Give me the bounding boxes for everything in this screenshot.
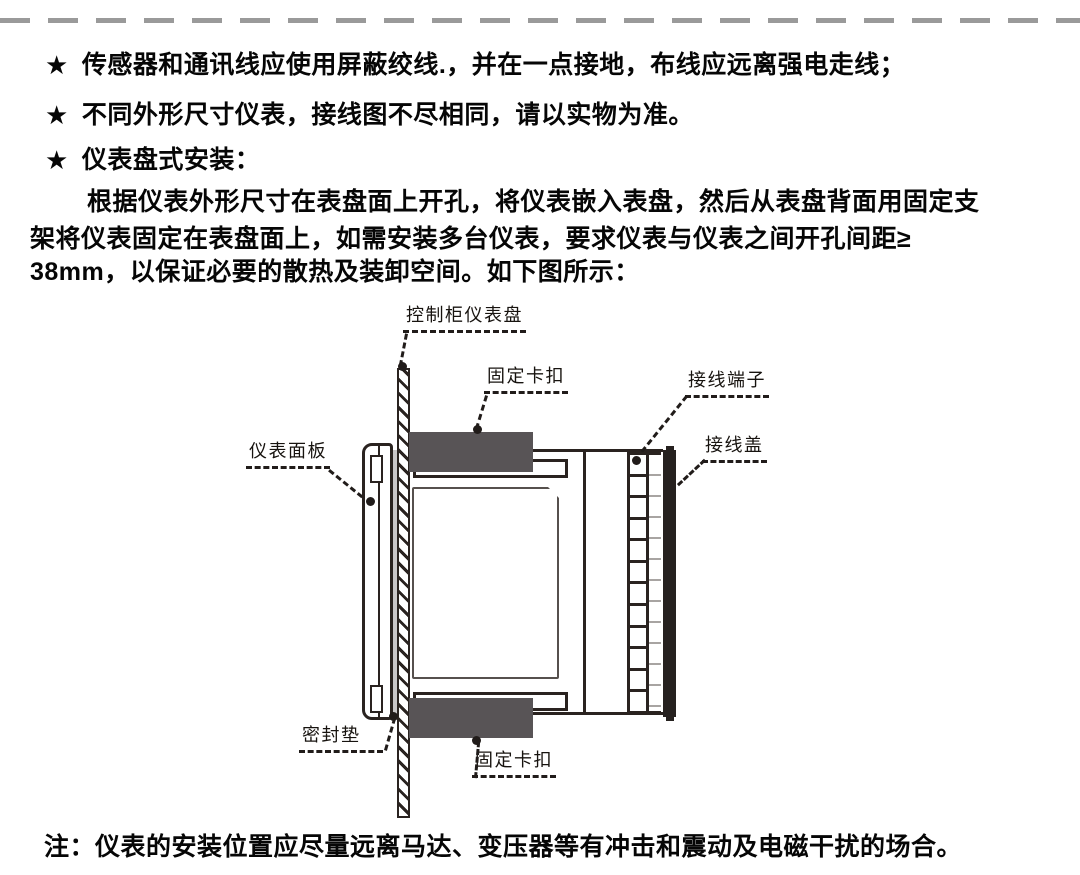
star-bullet-icon: ★	[45, 145, 69, 175]
note-line: 注：仪表的安装位置应尽量远离马达、变压器等有冲击和震动及电磁干扰的场合。	[44, 833, 963, 861]
terminal-cell	[627, 689, 649, 714]
leader-dot-terminal	[632, 456, 641, 465]
label-terminal: 接线端子	[685, 370, 769, 398]
faceplate-clip-top	[370, 455, 383, 483]
page-border-dashed	[0, 18, 1080, 23]
bullet-text-3: 仪表盘式安装：	[81, 146, 261, 174]
gasket-strip	[392, 450, 398, 717]
case-bottom-line	[532, 712, 663, 715]
faceplate-inner-line	[378, 446, 380, 717]
case-top-line	[532, 449, 663, 452]
label-fixing-clip-top: 固定卡扣	[484, 366, 568, 394]
label-gasket: 密封垫	[299, 725, 383, 753]
case-back-wall	[583, 449, 586, 715]
leader-dot-clip-bottom	[472, 736, 481, 745]
star-bullet-icon: ★	[45, 100, 69, 130]
leader-dot-gasket	[389, 712, 398, 721]
instrument-body	[412, 487, 559, 679]
bullet-line-2: ★ 不同外形尺寸仪表，接线图不尽相同，请以实物为准。	[45, 99, 694, 130]
cover-nub-top	[666, 446, 674, 451]
label-faceplate: 仪表面板	[246, 441, 330, 469]
bullet-line-1: ★ 传感器和通讯线应使用屏蔽绞线.，并在一点接地，布线应远离强电走线；	[45, 49, 905, 80]
wiring-cover-bar	[663, 450, 676, 717]
leader-dot-faceplate	[366, 497, 375, 506]
bullet-text-1: 传感器和通讯线应使用屏蔽绞线.，并在一点接地，布线应远离强电走线；	[81, 51, 906, 79]
cover-nub-bottom	[666, 716, 674, 721]
leader-gasket	[384, 717, 397, 751]
leader-dot-panel	[398, 362, 407, 371]
paragraph-line-1: 根据仪表外形尺寸在表盘面上开孔，将仪表嵌入表盘，然后从表盘背面用固定支	[87, 188, 980, 216]
leader-dot-clip-top	[473, 425, 482, 434]
faceplate-bezel	[362, 443, 393, 720]
label-fixing-clip-bottom: 固定卡扣	[472, 750, 556, 778]
star-bullet-icon: ★	[45, 50, 69, 80]
terminal-block	[627, 452, 649, 714]
label-cabinet-panel: 控制柜仪表盘	[403, 305, 526, 333]
fixing-clip-top	[409, 432, 533, 472]
paragraph-line-3: 38mm，以保证必要的散热及装卸空间。如下图所示：	[30, 258, 640, 286]
fixing-clip-bottom	[409, 698, 533, 738]
faceplate-clip-bottom	[370, 685, 383, 713]
paragraph-line-2: 架将仪表固定在表盘面上，如需安装多台仪表，要求仪表与仪表之间开孔间距≥	[30, 225, 912, 253]
bullet-line-3: ★ 仪表盘式安装：	[45, 144, 260, 175]
terminal-grid	[649, 452, 661, 714]
bullet-text-2: 不同外形尺寸仪表，接线图不尽相同，请以实物为准。	[81, 101, 694, 129]
leader-wiring-cover	[676, 458, 706, 487]
label-wiring-cover: 接线盖	[702, 435, 767, 463]
